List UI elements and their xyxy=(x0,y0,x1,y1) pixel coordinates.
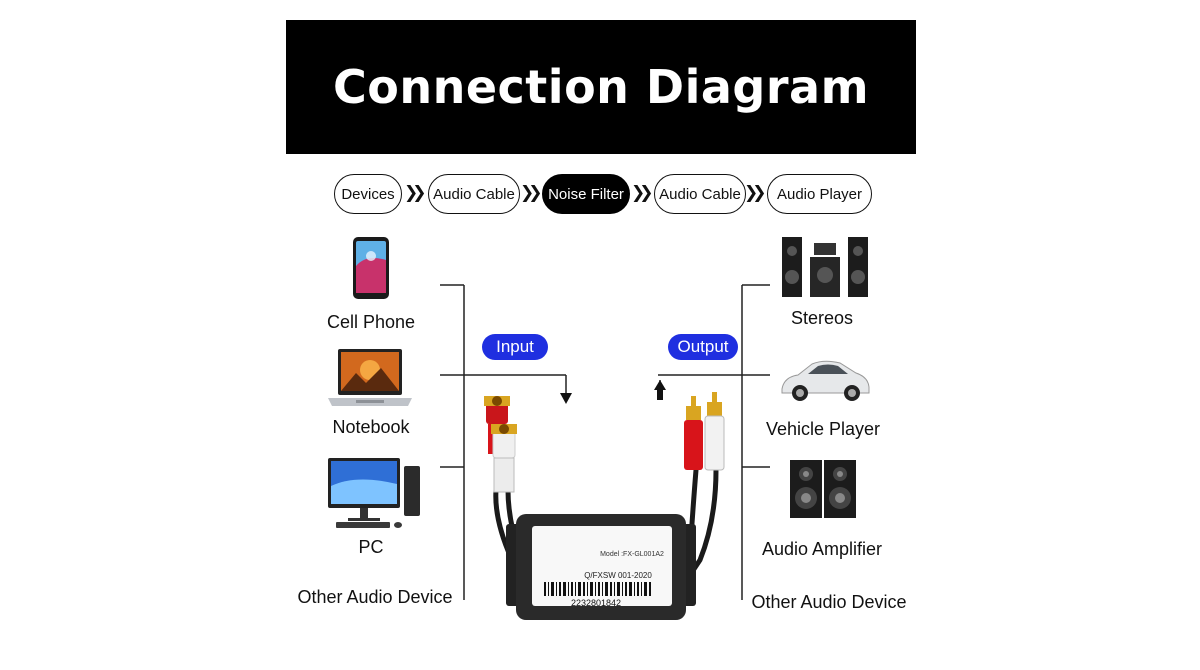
pc-icon xyxy=(328,458,420,528)
input-rca-jacks xyxy=(484,396,517,493)
output-rca-plugs xyxy=(684,392,725,471)
source-label-pc: PC xyxy=(358,537,384,557)
arrow-up-icon xyxy=(654,380,666,390)
output-badge: Output xyxy=(668,334,738,360)
flow-step-noise-filter: Noise Filter xyxy=(542,174,630,214)
arrow-down-icon xyxy=(560,393,572,404)
filter-model-text: Model :FX-GL001A2 xyxy=(600,551,664,558)
flow-step-devices: Devices xyxy=(334,174,402,214)
notebook-icon xyxy=(328,349,412,406)
player-label-stereos: Stereos xyxy=(790,308,854,328)
filter-standard-text: Q/FXSW 001-2020 xyxy=(584,571,652,580)
filter-serial-text: 2232801842 xyxy=(571,598,621,608)
amplifier-speaker-icon xyxy=(790,460,856,518)
flow-step-audio-cable: Audio Cable xyxy=(428,174,520,214)
player-label-vehicle: Vehicle Player xyxy=(765,419,881,439)
input-badge: Input xyxy=(482,334,548,360)
stereo-icon xyxy=(782,237,868,297)
player-label-amplifier: Audio Amplifier xyxy=(761,539,883,559)
source-label-cell-phone: Cell Phone xyxy=(326,312,416,332)
player-label-other: Other Audio Device xyxy=(751,592,907,612)
source-label-notebook: Notebook xyxy=(332,417,410,437)
car-icon xyxy=(781,360,870,401)
title-banner: Connection Diagram xyxy=(286,20,916,154)
diagram-title: Connection Diagram xyxy=(332,60,870,114)
signal-flow: Devices ❯❯ Audio Cable ❯❯ Noise Filter ❯… xyxy=(334,174,874,216)
cell-phone-icon xyxy=(353,237,389,299)
flow-step-audio-cable-2: Audio Cable xyxy=(654,174,746,214)
flow-step-audio-player: Audio Player xyxy=(767,174,872,214)
source-label-other: Other Audio Device xyxy=(297,587,453,607)
